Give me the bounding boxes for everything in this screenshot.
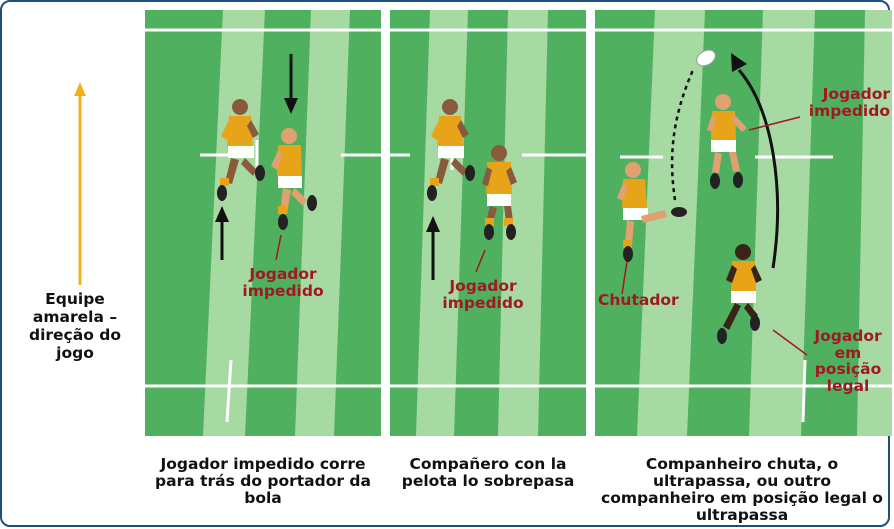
ball-carrier-arrow — [426, 216, 440, 280]
kick-trajectory — [670, 69, 695, 201]
direction-label: Equipe amarela – direção do jogo — [28, 290, 121, 362]
ball-carrier-player — [217, 99, 265, 201]
panel-3-kicker-label: Chutador — [598, 291, 679, 309]
offside-player — [271, 128, 317, 230]
panel-3-field — [595, 10, 892, 436]
ball — [696, 49, 716, 67]
panel-2-offside-label: Jogador impedido — [442, 277, 524, 312]
onside-run-arrow — [731, 53, 780, 269]
panel-3-onside-label: Jogador em posição legal — [814, 327, 882, 395]
direction-arrow — [74, 82, 86, 285]
panel-1-offside-label: Jogador impedido — [242, 265, 324, 300]
panel-2-caption: Compañero con la pelota lo sobrepasa — [401, 455, 575, 490]
panel-2-field — [390, 10, 586, 436]
offside-player — [482, 145, 517, 240]
kicker-player — [617, 162, 687, 262]
offside-player — [707, 94, 747, 189]
backward-run-arrow — [284, 54, 298, 114]
panel-1-field — [145, 10, 381, 436]
ball-carrier-arrow — [215, 206, 229, 260]
onside-player — [717, 244, 762, 344]
panel-1-caption: Jogador impedido corre para trás do port… — [155, 455, 371, 507]
panel-3-offside-label: Jogador impedido — [808, 85, 890, 120]
panel-3-caption: Companheiro chuta, o ultrapassa, ou outr… — [601, 455, 883, 524]
ball-carrier-player — [427, 99, 475, 201]
